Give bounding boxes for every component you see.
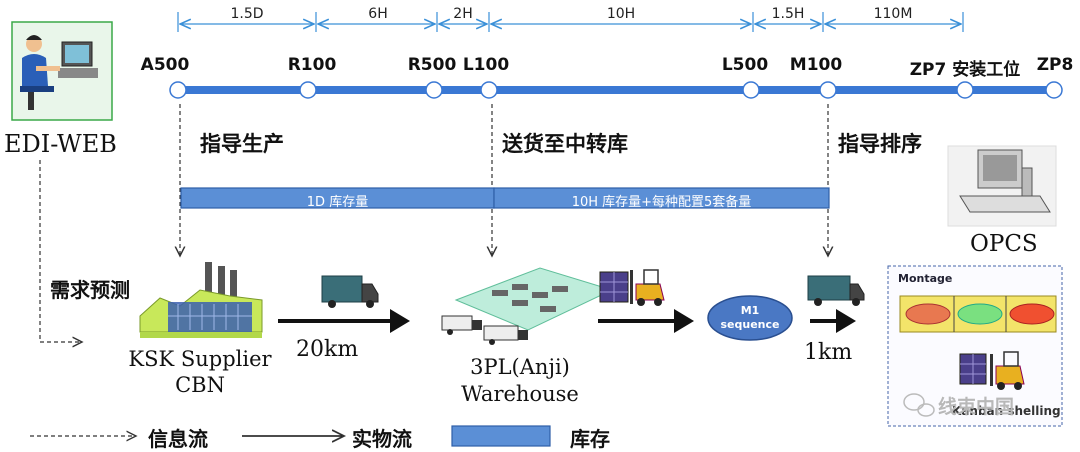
edi-web-label: EDI-WEB (4, 130, 117, 158)
warehouse-operator: 3PL(Anji) (470, 355, 570, 379)
legend-physical-label: 实物流 (352, 427, 412, 451)
node-label: L500 (721, 55, 769, 75)
node-zp8 (1045, 81, 1063, 99)
wechat-icon (903, 393, 935, 417)
segment-label: 6H (368, 6, 388, 22)
kanban-caption: Kanban shelling (952, 404, 1061, 418)
computer-user-icon (11, 21, 113, 121)
distance-20km: 20km (296, 337, 359, 362)
factory-icon (139, 262, 263, 338)
legend-info-label: 信息流 (148, 427, 208, 451)
segment-label: 10H (606, 6, 636, 22)
node-l500 (742, 81, 760, 99)
inventory-bar-10h-label: 10H 库存量+每种配置5套备量 (571, 195, 752, 210)
computer-icon (947, 145, 1057, 227)
inventory-bar-10h (493, 187, 830, 209)
node-label: R100 (287, 55, 337, 75)
segment-label: 1.5D (230, 6, 264, 22)
montage-box (887, 265, 1063, 427)
node-label: A500 (140, 55, 190, 75)
deliver-transfer-label: 送货至中转库 (502, 132, 628, 156)
montage-line (899, 295, 1057, 333)
m1-sequence-label: M1 sequence (708, 304, 792, 332)
truck-icon (321, 275, 379, 308)
watermark: 线束中国 (938, 396, 1015, 418)
guide-production-label: 指导生产 (200, 132, 284, 156)
supplier-code: CBN (175, 373, 225, 397)
m1-sequence-ellipse (707, 295, 793, 341)
forklift-icon (959, 351, 1025, 390)
supplier-label: KSK Supplier CBN (110, 346, 290, 398)
node-r100 (299, 81, 317, 99)
node-a500 (169, 81, 187, 99)
opcs-label: OPCS (970, 231, 1038, 257)
node-label: ZP8 (1036, 55, 1074, 75)
node-r500 (425, 81, 443, 99)
segment-label: 110M (873, 6, 913, 22)
node-label: ZP7 安装工位 (909, 60, 1021, 80)
segment-label: 2H (453, 6, 473, 22)
legend-inventory-label: 库存 (570, 427, 610, 451)
warehouse-type: Warehouse (461, 382, 579, 406)
supplier-name: KSK Supplier (128, 347, 272, 371)
timeline-nodes (169, 81, 1063, 99)
segment-label: 1.5H (771, 6, 805, 22)
node-label: M100 (789, 55, 843, 75)
node-label: L100 (462, 55, 510, 75)
m1-label: M1 (740, 304, 760, 317)
truck-icon (807, 275, 865, 306)
distance-1km: 1km (804, 340, 853, 365)
node-m100 (819, 81, 837, 99)
montage-title: Montage (898, 272, 953, 285)
segment-dimensions (177, 12, 964, 32)
sequence-label: sequence (720, 318, 780, 331)
node-label: R500 (407, 55, 457, 75)
legend-inventory-swatch (451, 425, 551, 447)
node-l100 (480, 81, 498, 99)
edi-info-line (39, 160, 82, 342)
timeline-bar (178, 86, 1056, 94)
guide-sequencing-label: 指导排序 (838, 132, 922, 156)
demand-forecast-label: 需求预测 (50, 278, 130, 302)
warehouse-icon (441, 267, 614, 345)
warehouse-label: 3PL(Anji) Warehouse (430, 354, 610, 408)
inventory-bar-1d-label: 1D 库存量 (306, 195, 369, 210)
node-zp7 (956, 81, 974, 99)
forklift-icon (599, 269, 665, 306)
